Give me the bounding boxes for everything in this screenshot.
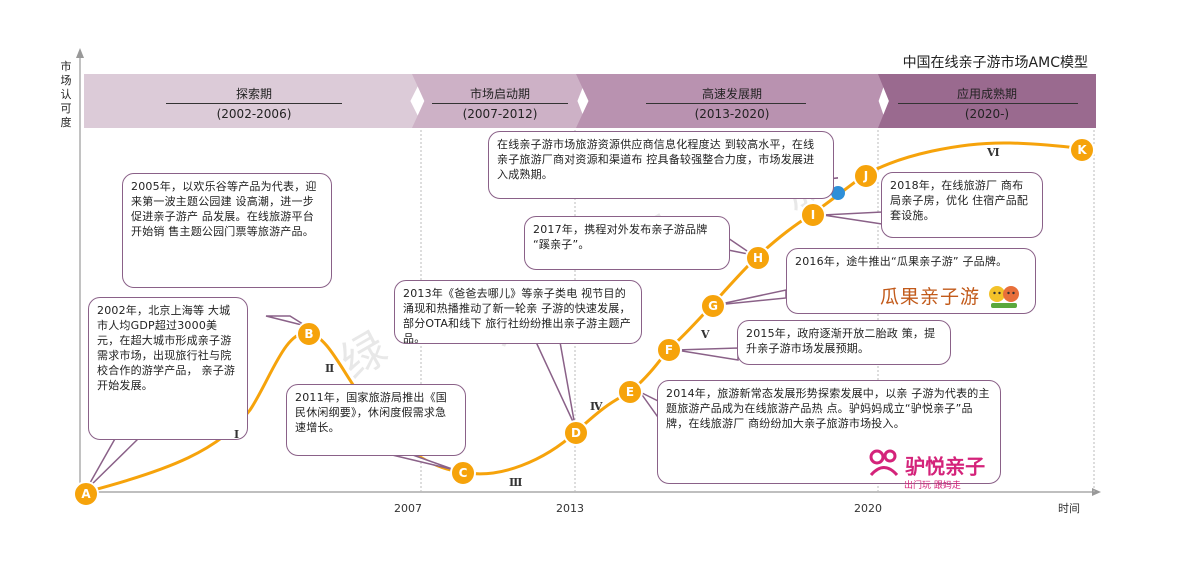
kids-icon	[987, 283, 1021, 314]
node-b: B	[296, 321, 322, 347]
stage-3-label: Ⅲ	[509, 476, 523, 489]
callout-maturity: 在线亲子游市场旅游资源供应商信息化程度达 到较高水平，在线亲子旅游厂商对资源和渠…	[488, 131, 834, 199]
node-h: H	[745, 245, 771, 271]
diagram-title: 中国在线亲子游市场AMC模型	[902, 55, 1088, 71]
callout-2017: 2017年，携程对外发布亲子游品牌 “蹊亲子”。	[524, 216, 730, 270]
y-label-char: 度	[60, 116, 72, 129]
phase-years: (2020-)	[964, 107, 1010, 121]
phase-rule	[432, 103, 568, 104]
callout-2013: 2013年《爸爸去哪儿》等亲子类电 视节目的涌现和热播推动了新一轮亲 子游的快速…	[394, 280, 642, 345]
node-g: G	[700, 293, 726, 319]
tick-2020: 2020	[854, 502, 882, 515]
callout-2011: 2011年，国家旅游局推出《国民休闲纲要》，休闲度假需求急速增长。	[286, 384, 466, 456]
phase-rapid-growth: 高速发展期 (2013-2020)	[576, 74, 888, 128]
node-k: K	[1069, 137, 1095, 163]
lvyue-logo-sub: 出门玩 跟妈走	[904, 481, 961, 491]
stage-1-label: Ⅰ	[234, 428, 240, 441]
phase-years: (2002-2006)	[216, 107, 292, 121]
phase-rule	[166, 103, 342, 104]
phase-name: 探索期	[235, 87, 272, 101]
stage-6-label: Ⅵ	[987, 146, 1000, 159]
phase-years: (2007-2012)	[462, 107, 538, 121]
y-label-char: 场	[60, 74, 72, 87]
stage-4-label: Ⅳ	[590, 400, 603, 413]
callout-2015: 2015年，政府逐渐开放二胎政 策，提升亲子游市场发展预期。	[737, 320, 951, 365]
node-a: A	[73, 481, 99, 507]
callout-2014: 2014年，旅游新常态发展形势探索发展中，以亲 子游为代表的主题旅游产品成为在线…	[657, 380, 1001, 484]
lvyue-logo: 驴悦亲子 出门玩 跟妈走	[868, 448, 985, 491]
lvyue-logo-text: 驴悦亲子	[905, 454, 986, 479]
node-j: J	[853, 163, 879, 189]
guaguo-logo: 瓜果亲子游	[880, 282, 1021, 314]
callout-2002: 2002年，北京上海等 大城市人均GDP超过3000美元，在超大城市形成亲子游需…	[88, 297, 248, 440]
y-label-char: 市	[60, 60, 72, 73]
callout-2016-text: 2016年，途牛推出“瓜果亲子游” 子品牌。	[795, 255, 1008, 268]
phase-name: 市场启动期	[469, 87, 530, 101]
y-label-char: 认	[60, 88, 72, 101]
phase-name: 应用成熟期	[956, 87, 1017, 101]
y-label-char: 可	[60, 102, 72, 115]
x-axis-label: 时间	[1058, 502, 1080, 515]
phase-rule	[646, 103, 806, 104]
phase-rule	[898, 103, 1078, 104]
node-i: I	[800, 202, 826, 228]
callout-2018: 2018年，在线旅游厂 商布局亲子房，优化 住宿产品配套设施。	[881, 172, 1043, 238]
guaguo-logo-text: 瓜果亲子游	[880, 286, 981, 308]
lvyue-icon	[868, 448, 900, 482]
phase-years: (2013-2020)	[694, 107, 770, 121]
y-axis-label: 市 场 认 可 度	[59, 60, 73, 130]
node-e: E	[617, 379, 643, 405]
callout-2005: 2005年，以欢乐谷等产品为代表，迎来第一波主题公园建 设高潮，进一步促进亲子游…	[122, 173, 332, 288]
tick-2013: 2013	[556, 502, 584, 515]
stage-2-label: Ⅱ	[325, 362, 335, 375]
phase-name: 高速发展期	[701, 87, 762, 101]
phase-launch: 市场启动期 (2007-2012)	[412, 74, 588, 128]
phase-maturity: 应用成熟期 (2020-)	[878, 74, 1096, 128]
phase-exploration: 探索期 (2002-2006)	[84, 74, 424, 128]
node-f: F	[656, 337, 682, 363]
node-c: C	[450, 460, 476, 486]
node-d: D	[563, 420, 589, 446]
tick-2007: 2007	[394, 502, 422, 515]
stage-5-label: Ⅴ	[701, 328, 710, 341]
